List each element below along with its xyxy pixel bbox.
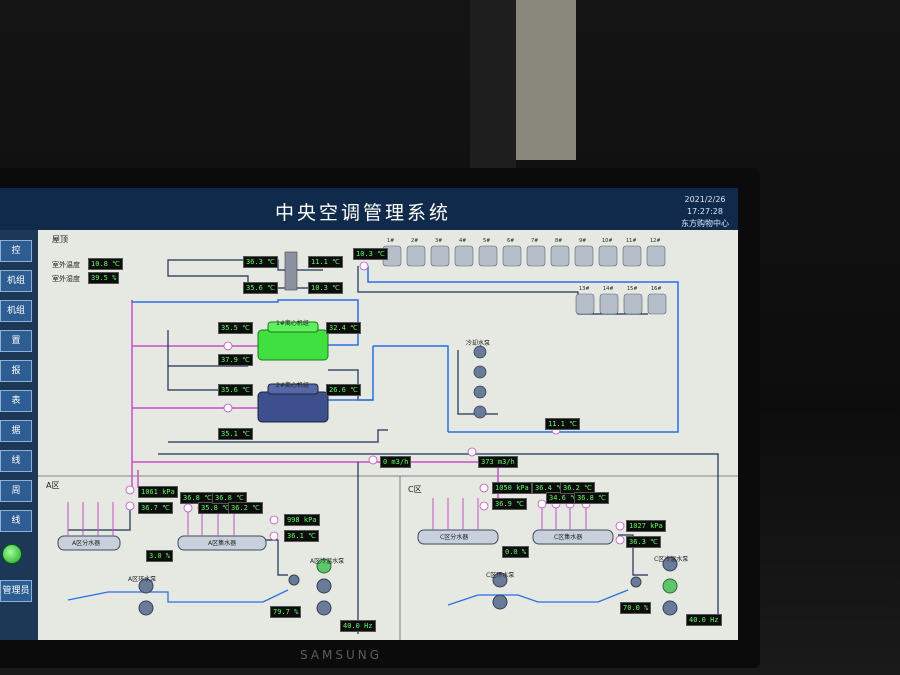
tower-label: 14# <box>603 286 614 292</box>
outdoor-temp-label: 室外温度 <box>52 261 80 269</box>
zone-c-pumps[interactable] <box>492 556 678 616</box>
cooling-pump-group[interactable] <box>473 345 487 419</box>
date-text: 2021/2/26 <box>684 195 726 204</box>
zone-c-pressure: 1050 kPa <box>492 482 532 494</box>
zone-a-pressure: 1061 kPa <box>138 486 178 498</box>
manifold <box>284 251 298 291</box>
zone-a-label: A区 <box>46 481 60 490</box>
sidebar-item-unit1[interactable]: 机组 <box>0 270 32 292</box>
sidebar-item-curve[interactable]: 线 <box>0 450 32 472</box>
zone-c-ret-temp: 36.3 ℃ <box>626 536 661 548</box>
hvac-diagram: 屋顶 室外温度 10.8 ℃ 室外湿度 39.5 % 36.3 ℃ 11.1 ℃… <box>38 230 738 640</box>
chiller-2-icon[interactable] <box>257 383 329 423</box>
tower-label: 9# <box>579 238 587 244</box>
zone-c-label: C区 <box>408 485 422 494</box>
zone-a-headers <box>57 502 267 551</box>
zone-c-pump-label: C区冷温水泵 <box>654 556 689 563</box>
zone-a-separator-label: A区分水器 <box>72 540 101 547</box>
datetime-box: 2021/2/26 17:27:28 东方购物中心 <box>672 194 738 228</box>
wall-dark <box>470 0 516 190</box>
tower-label: 1# <box>387 238 395 244</box>
sidebar-item-control[interactable]: 控 <box>0 240 32 262</box>
zone-c-separator-label: C区分水器 <box>440 534 469 541</box>
zone-a-temp-4: 36.2 ℃ <box>228 502 263 514</box>
zone-c-valve[interactable]: 0.0 % <box>502 546 530 558</box>
tower-label: 6# <box>507 238 515 244</box>
title-bar: 中央空调管理系统 2021/2/26 17:27:28 东方购物中心 <box>0 188 738 230</box>
chiller2-ev-out: 35.1 ℃ <box>218 428 253 440</box>
tower-label: 5# <box>483 238 491 244</box>
monitor-brand: SAMSUNG <box>300 648 383 662</box>
tower-out-temp: 10.3 ℃ <box>353 248 388 260</box>
zone-c-hz: 40.0 Hz <box>686 614 722 626</box>
zone-c-pct: 70.0 % <box>620 602 652 614</box>
zone-c-temp-4: 36.8 ℃ <box>574 492 609 504</box>
outdoor-temp-value: 10.8 ℃ <box>88 258 123 270</box>
tower-label: 10# <box>602 238 613 244</box>
chiller2-out-temp: 10.3 ℃ <box>308 282 343 294</box>
zone-a-temp: 36.7 ℃ <box>138 502 173 514</box>
main-supply-temp: 11.1 ℃ <box>545 418 580 430</box>
sidebar-item-unit2[interactable]: 机组 <box>0 300 32 322</box>
outdoor-hum-label: 室外湿度 <box>52 275 80 283</box>
cooling-tower-row-1 <box>382 245 666 267</box>
chiller2-cw-out: 26.6 ℃ <box>326 384 361 396</box>
flow-meter-1: 0 m3/h <box>380 456 412 468</box>
chiller1-cw-in: 35.5 ℃ <box>218 322 253 334</box>
chiller2-cw-in: 35.6 ℃ <box>218 384 253 396</box>
hvac-screen: 中央空调管理系统 2021/2/26 17:27:28 东方购物中心 控 机组 … <box>0 188 738 640</box>
tower-label: 15# <box>627 286 638 292</box>
wall-light <box>516 0 576 160</box>
zone-a-hz: 40.0 Hz <box>340 620 376 632</box>
tower-label: 8# <box>555 238 563 244</box>
chiller1-out-temp: 11.1 ℃ <box>308 256 343 268</box>
flow-meter-2: 373 m3/h <box>478 456 518 468</box>
sidebar-item-admin[interactable]: 管理员 <box>0 580 32 602</box>
chiller2-label: 2#离心机组 <box>276 382 309 389</box>
section-label: 屋顶 <box>52 235 68 244</box>
status-green-icon[interactable] <box>2 544 22 564</box>
zone-a-pct: 79.7 % <box>270 606 302 618</box>
zone-a-ret-press: 998 kPa <box>284 514 320 526</box>
page-title: 中央空调管理系统 <box>275 202 452 224</box>
tower-label: 16# <box>651 286 662 292</box>
sidebar-item-cycle[interactable]: 周 <box>0 480 32 502</box>
zone-a-pump-label: A区冷温水泵 <box>310 558 345 565</box>
tower-label: 11# <box>626 238 637 244</box>
zone-c-headers <box>417 498 614 545</box>
cooling-pumps-label: 冷却水泵 <box>466 340 491 347</box>
sidebar: 控 机组 机组 置 报 表 据 线 周 线 管理员 能环 <box>0 230 38 640</box>
chiller1-in-temp: 36.3 ℃ <box>243 256 278 268</box>
sidebar-item-settings[interactable]: 置 <box>0 330 32 352</box>
tower-label: 13# <box>579 286 590 292</box>
chiller2-in-temp: 35.6 ℃ <box>243 282 278 294</box>
chiller-1-icon[interactable] <box>257 321 329 361</box>
sidebar-item-report[interactable]: 表 <box>0 390 32 412</box>
org-text: 东方购物中心 <box>681 219 729 228</box>
zone-a-valve[interactable]: 3.0 % <box>146 550 174 562</box>
sidebar-item-alarm[interactable]: 报 <box>0 360 32 382</box>
tower-label: 2# <box>411 238 419 244</box>
outdoor-hum-value: 39.5 % <box>88 272 120 284</box>
zone-c-temp: 36.9 ℃ <box>492 498 527 510</box>
zone-a-collector-label: A区集水器 <box>208 540 237 547</box>
time-text: 17:27:28 <box>687 207 723 216</box>
tower-label: 4# <box>459 238 467 244</box>
chiller1-ev-out: 37.9 ℃ <box>218 354 253 366</box>
chiller1-label: 1#离心机组 <box>276 320 309 327</box>
zone-a-pumps[interactable] <box>138 558 332 616</box>
sidebar-item-line[interactable]: 线 <box>0 510 32 532</box>
chiller1-cw-out: 32.4 ℃ <box>326 322 361 334</box>
zone-a-ring-label: A区环水泵 <box>128 576 157 583</box>
sidebar-item-data[interactable]: 据 <box>0 420 32 442</box>
tower-label: 7# <box>531 238 539 244</box>
zone-c-ring-label: C区环水泵 <box>486 572 515 579</box>
cooling-tower-row-2 <box>575 293 667 315</box>
zone-c-collector-label: C区集水器 <box>554 534 583 541</box>
zone-a-ret-temp: 36.1 ℃ <box>284 530 319 542</box>
zone-c-ret-press: 1027 kPa <box>626 520 666 532</box>
tower-label: 12# <box>650 238 661 244</box>
tower-label: 3# <box>435 238 443 244</box>
